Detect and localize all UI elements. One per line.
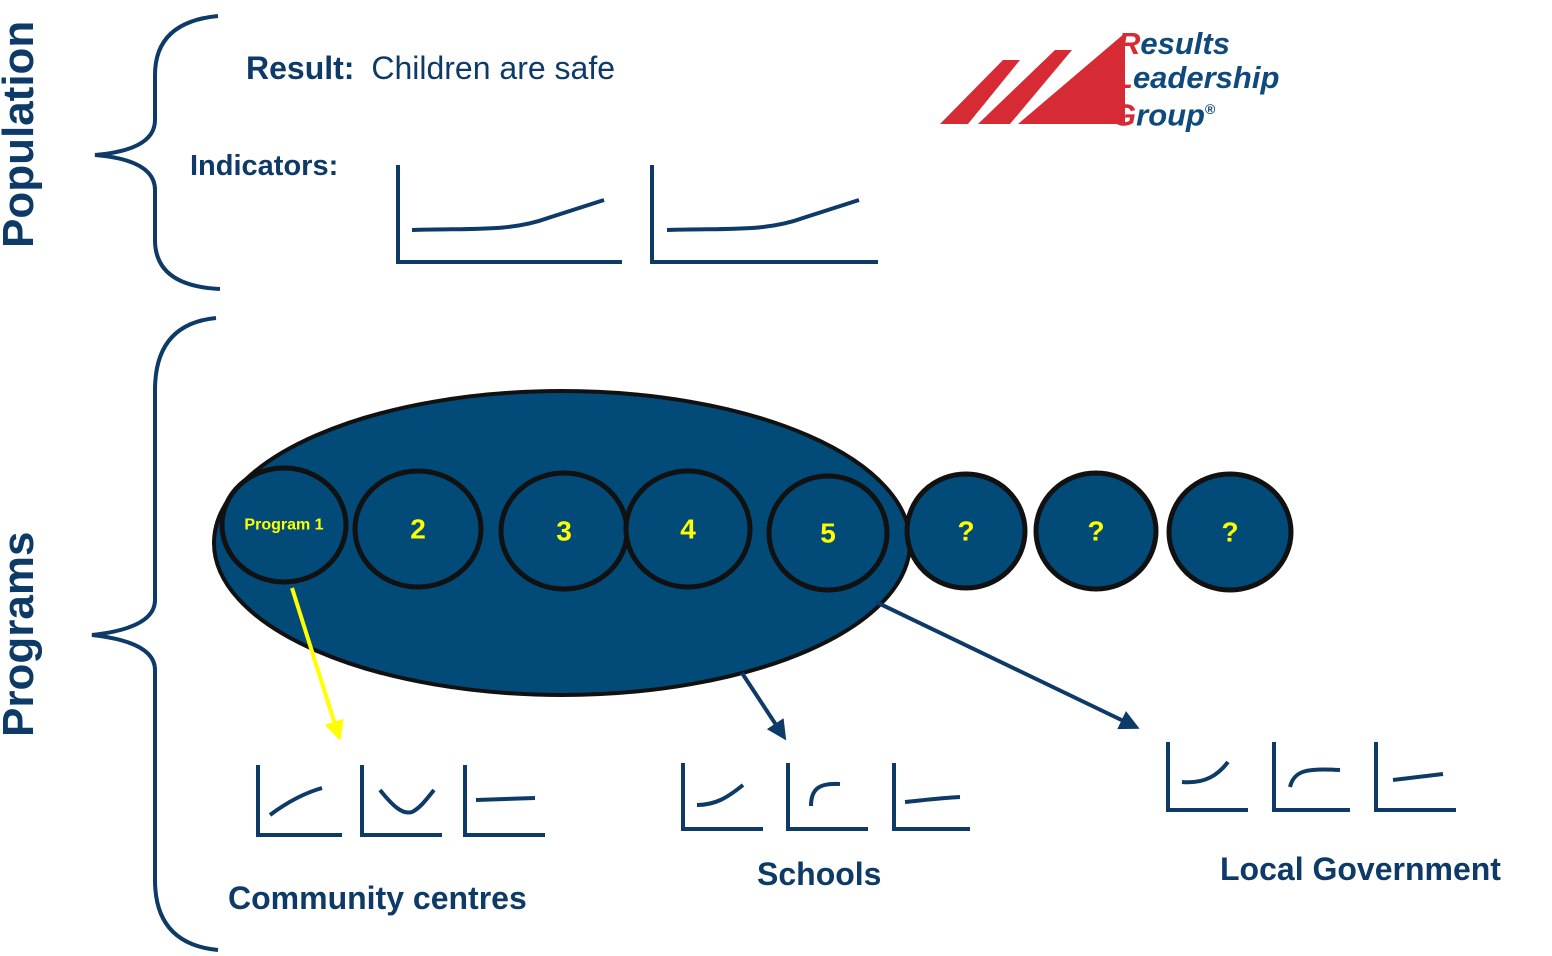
program-circle — [352, 468, 484, 590]
program-label: ? — [1221, 517, 1238, 548]
program-circles: Program 1 2 3 4 5??? — [219, 465, 1294, 593]
program-label: 4 — [680, 514, 696, 545]
program-circle — [766, 473, 890, 593]
mini-chart — [256, 765, 342, 837]
community-centres-charts — [256, 765, 545, 837]
program-label: ? — [1087, 516, 1104, 547]
mini-chart — [1166, 742, 1248, 812]
results-leadership-group-logo-mark — [940, 33, 1125, 124]
logo-word-3: Group® — [1112, 97, 1216, 133]
mini-chart — [681, 763, 763, 831]
schools-charts — [681, 763, 970, 831]
registered-mark: ® — [1205, 101, 1216, 117]
program-label: Program 1 — [244, 517, 323, 534]
program-circle — [1166, 471, 1294, 593]
program-label: ? — [957, 516, 974, 547]
mini-chart — [1272, 742, 1350, 812]
mini-chart — [1374, 742, 1456, 812]
logo-word-1: Results — [1118, 26, 1230, 61]
mini-chart — [892, 763, 970, 831]
program-circle — [219, 465, 349, 585]
indicators-label: Indicators: — [190, 150, 339, 182]
program-label: 2 — [410, 514, 426, 545]
arrow-to-schools — [740, 671, 787, 741]
program-label: 3 — [556, 516, 572, 547]
community-centres-label: Community centres — [228, 880, 527, 916]
program-circle — [904, 471, 1028, 591]
local-government-label: Local Government — [1220, 851, 1501, 887]
program-circle — [1033, 470, 1159, 592]
population-indicator-chart-1 — [396, 165, 622, 264]
programs-side-label: Programs — [0, 531, 43, 737]
schools-label: Schools — [757, 856, 882, 892]
local-government-charts — [1166, 742, 1456, 812]
arrow-to-community-centres — [290, 587, 344, 741]
result-text: Children are safe — [371, 50, 616, 86]
result-prefix: Result: — [246, 50, 355, 86]
program-label: 5 — [820, 518, 836, 549]
population-brace — [94, 14, 221, 291]
mini-chart — [463, 765, 545, 837]
program-circle — [623, 468, 753, 590]
logo-word-2: Leadership — [1114, 60, 1280, 95]
programs-brace — [91, 316, 219, 952]
mini-chart — [786, 763, 868, 831]
population-indicator-chart-2 — [650, 165, 878, 264]
result-line: Result: Children are safe — [246, 50, 615, 87]
mini-chart — [360, 765, 442, 837]
arrow-to-local-government — [875, 600, 1140, 730]
population-side-label: Population — [0, 20, 43, 248]
